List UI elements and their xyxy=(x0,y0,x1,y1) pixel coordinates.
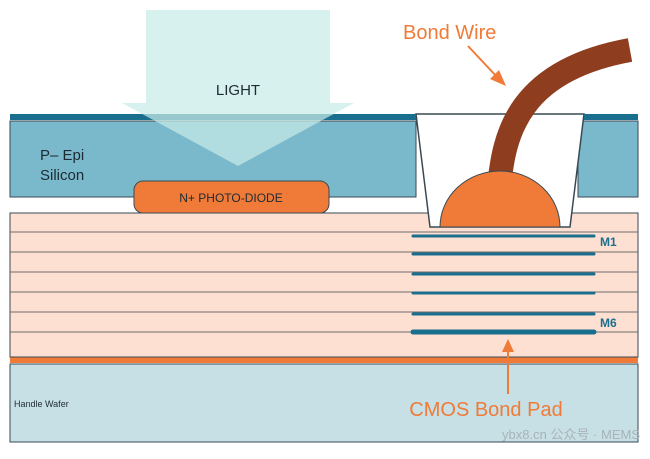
epi-silicon-right xyxy=(577,120,639,198)
top-passivation-right xyxy=(584,114,638,120)
bond-wire-pointer-arrow xyxy=(467,45,506,86)
handle-wafer-label: Handle Wafer xyxy=(14,399,69,409)
photodiode-label: N+ PHOTO-DIODE xyxy=(179,191,282,205)
epi-label-line2: Silicon xyxy=(40,167,84,184)
epi-label-line1: P– Epi xyxy=(40,147,84,164)
watermark-text: ybx8.cn 公众号 · MEMS xyxy=(502,427,640,442)
bond-wire-label: Bond Wire xyxy=(403,22,496,44)
cmos-bond-pad-label: CMOS Bond Pad xyxy=(409,399,562,421)
bond-wire xyxy=(487,38,633,191)
n-plus-photodiode xyxy=(133,180,330,214)
bond-interface-line xyxy=(10,357,638,363)
m6-label: M6 xyxy=(600,316,617,330)
light-label: LIGHT xyxy=(216,82,260,99)
metal-layers xyxy=(411,234,596,316)
bond-ball xyxy=(439,170,561,228)
light-beam-arrow xyxy=(122,10,354,166)
handle-wafer-layer xyxy=(9,363,639,443)
m1-label: M1 xyxy=(600,235,617,249)
cmos-bond-pad-pointer-arrow xyxy=(502,339,514,394)
